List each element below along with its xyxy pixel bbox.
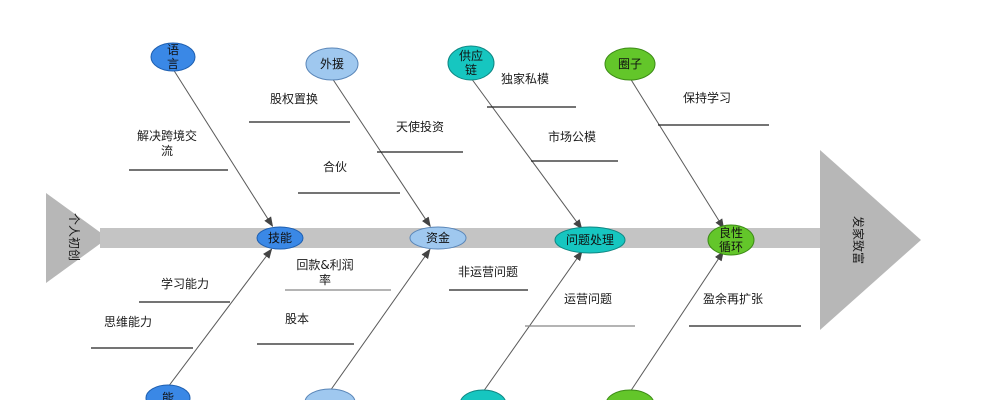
- spine-node-capital: [409, 226, 467, 250]
- top-node-label-supply: 链: [465, 62, 477, 77]
- top-node-language: [150, 42, 196, 72]
- spine-node-cycle: [707, 224, 755, 256]
- cause-label-shares: 股本: [285, 312, 309, 326]
- tail-label: 个人初创: [67, 213, 81, 261]
- spine-node-skill: [256, 226, 304, 250]
- cause-label-cross-border: 流: [161, 144, 173, 158]
- top-node-label-supply: 供应: [459, 48, 483, 63]
- spine-node-label-problem: 问题处理: [566, 233, 614, 247]
- head-label: 发家致富: [851, 216, 866, 264]
- cause-label-angel: 天使投资: [396, 119, 444, 134]
- spine-node-label-capital: 资金: [426, 230, 450, 245]
- bottom-node-label-ability: 能: [162, 391, 174, 400]
- cause-label-learning-ability: 学习能力: [161, 276, 209, 291]
- fishbone-tail: [46, 193, 108, 283]
- fishbone-head: [820, 150, 921, 330]
- bone-language-to-skill: [172, 68, 274, 228]
- cause-underlines: [91, 106, 801, 349]
- top-node-label-language: 言: [167, 57, 179, 71]
- top-node-label-circle: 圈子: [618, 57, 642, 71]
- spine-node-label-skill: 技能: [268, 231, 292, 245]
- cause-label-public-mold: 市场公模: [548, 129, 596, 144]
- cause-label-non-operating: 非运营问题: [458, 265, 518, 279]
- bone-bottom4-to-cycle: [629, 250, 724, 393]
- bone-circle-to-cycle: [629, 77, 725, 229]
- cause-label-cross-border: 解决跨境交: [137, 128, 197, 143]
- top-node-aid: [305, 47, 359, 81]
- cause-label-operating: 运营问题: [564, 292, 612, 306]
- spine-node-label-cycle: 良性: [719, 225, 743, 240]
- bone-bottom2-to-capital: [329, 248, 431, 392]
- bottom-node-bottom2: [304, 388, 356, 400]
- top-node-label-aid: 外援: [320, 57, 344, 71]
- bone-supply-to-problem: [470, 77, 583, 230]
- cause-label-surplus: 盈余再扩张: [703, 291, 763, 306]
- bottom-node-bottom3: [460, 389, 506, 400]
- bottom-node-bottom4: [606, 389, 654, 400]
- top-node-supply: [447, 45, 495, 81]
- cause-label-repayment: 率: [319, 272, 331, 287]
- cause-label-keep-learning: 保持学习: [683, 90, 731, 105]
- cause-label-exclusive: 独家私模: [501, 71, 549, 86]
- spine-node-label-cycle: 循环: [719, 240, 743, 254]
- top-node-circle: [604, 47, 656, 81]
- cause-label-equity-swap: 股权置换: [270, 92, 318, 106]
- cause-label-repayment: 回款&利润: [296, 258, 353, 272]
- spine-node-problem: [554, 226, 626, 254]
- cause-label-thinking-ability: 思维能力: [104, 315, 152, 329]
- cause-label-partner: 合伙: [323, 159, 347, 174]
- bone-bottom3-to-problem: [482, 250, 583, 393]
- top-node-label-language: 语: [167, 43, 179, 57]
- bottom-node-ability: [145, 384, 191, 400]
- bone-ability-to-skill: [167, 248, 273, 388]
